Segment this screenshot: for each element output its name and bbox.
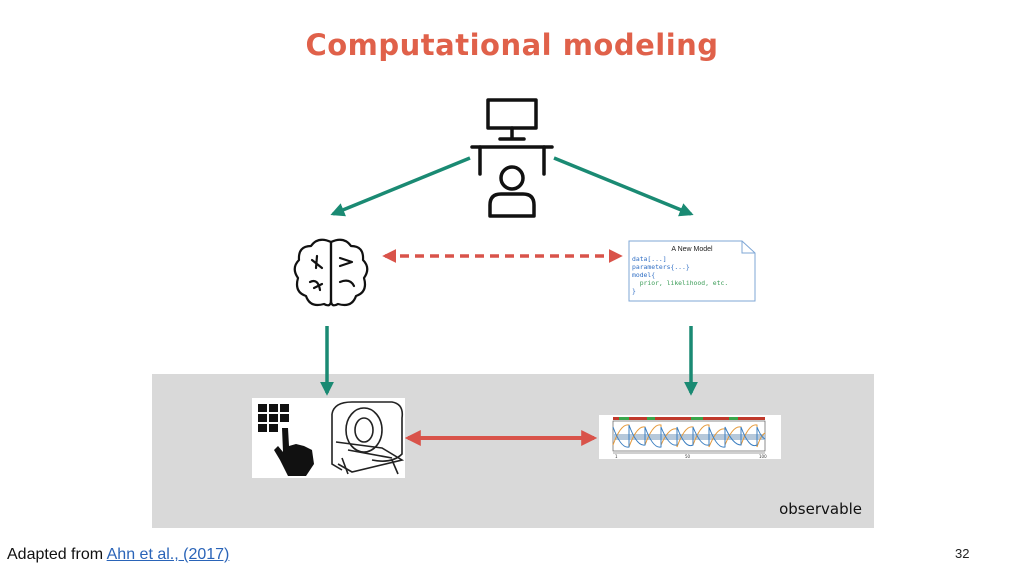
citation-prefix: Adapted from	[7, 546, 107, 563]
keypad-press-icon	[258, 404, 314, 476]
brain-icon	[293, 238, 369, 307]
task-image-card	[252, 398, 405, 478]
svg-text:100: 100	[759, 454, 767, 459]
arrow-to-brain	[330, 156, 471, 217]
slide-title: Computational modeling	[305, 28, 719, 62]
code-line-model: model{	[632, 271, 656, 279]
citation-link[interactable]: Ahn et al., (2017)	[106, 546, 230, 563]
code-line-close: }	[632, 287, 636, 295]
simulated-data-plot: 1 50 100	[612, 417, 767, 459]
code-line-data: data[...]	[632, 255, 667, 263]
person-at-computer-icon	[470, 98, 554, 218]
model-code-document: A New Model data[...] parameters{...} mo…	[628, 240, 756, 302]
citation-footer: Adapted from Ahn et al., (2017)	[7, 546, 229, 564]
code-doc-title: A New Model	[671, 246, 713, 253]
code-document-icon	[628, 240, 756, 302]
code-line-parameters: parameters{...}	[632, 263, 690, 271]
observable-label: observable	[779, 500, 862, 518]
simulated-data-card: 1 50 100	[599, 415, 781, 459]
svg-text:50: 50	[685, 454, 691, 459]
code-line-prior: prior, likelihood, etc.	[632, 279, 729, 287]
page-number: 32	[955, 546, 970, 561]
arrow-to-model	[553, 156, 694, 217]
svg-text:1: 1	[615, 454, 618, 459]
mri-scanner-icon	[331, 401, 405, 475]
